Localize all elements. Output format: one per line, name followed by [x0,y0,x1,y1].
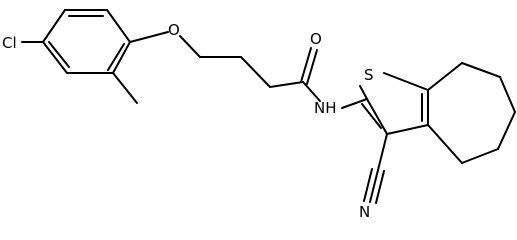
bond [377,133,388,171]
bond [369,169,379,203]
chlorine-label: Cl [2,34,17,52]
bond [341,98,368,109]
bond [427,124,463,164]
bond [497,111,516,150]
amide-nitrogen-label: NH [314,99,337,117]
bond [361,103,382,129]
molecule-canvas: Cl O O NH S N [2,9,516,221]
ether-oxygen-label: O [168,21,180,39]
bond [42,9,66,43]
bond [363,168,373,202]
bond [499,76,516,113]
thiophene-sulfur-label: S [364,66,374,84]
structure-diagram: Cl O O NH S N [2,9,516,221]
bond [306,49,318,85]
bond [42,41,68,74]
bond [179,35,201,58]
bond [386,124,429,135]
bond [106,9,131,43]
bond [383,72,429,91]
bonds [21,9,516,204]
bond [112,41,131,74]
carbonyl-oxygen-label: O [310,30,322,48]
bond [366,98,388,135]
bond [112,72,138,104]
nitrile-nitrogen-label: N [359,203,370,221]
atom-labels: Cl O O NH S N [2,21,374,221]
bond [461,148,499,164]
bond [461,62,501,78]
bond [427,62,463,91]
bond [107,43,125,71]
bond [302,81,321,102]
bond [269,81,304,88]
bond [300,47,312,83]
bond [375,170,385,204]
bond [240,56,271,88]
bond [48,41,70,68]
bond [359,85,368,100]
bond [129,31,169,43]
